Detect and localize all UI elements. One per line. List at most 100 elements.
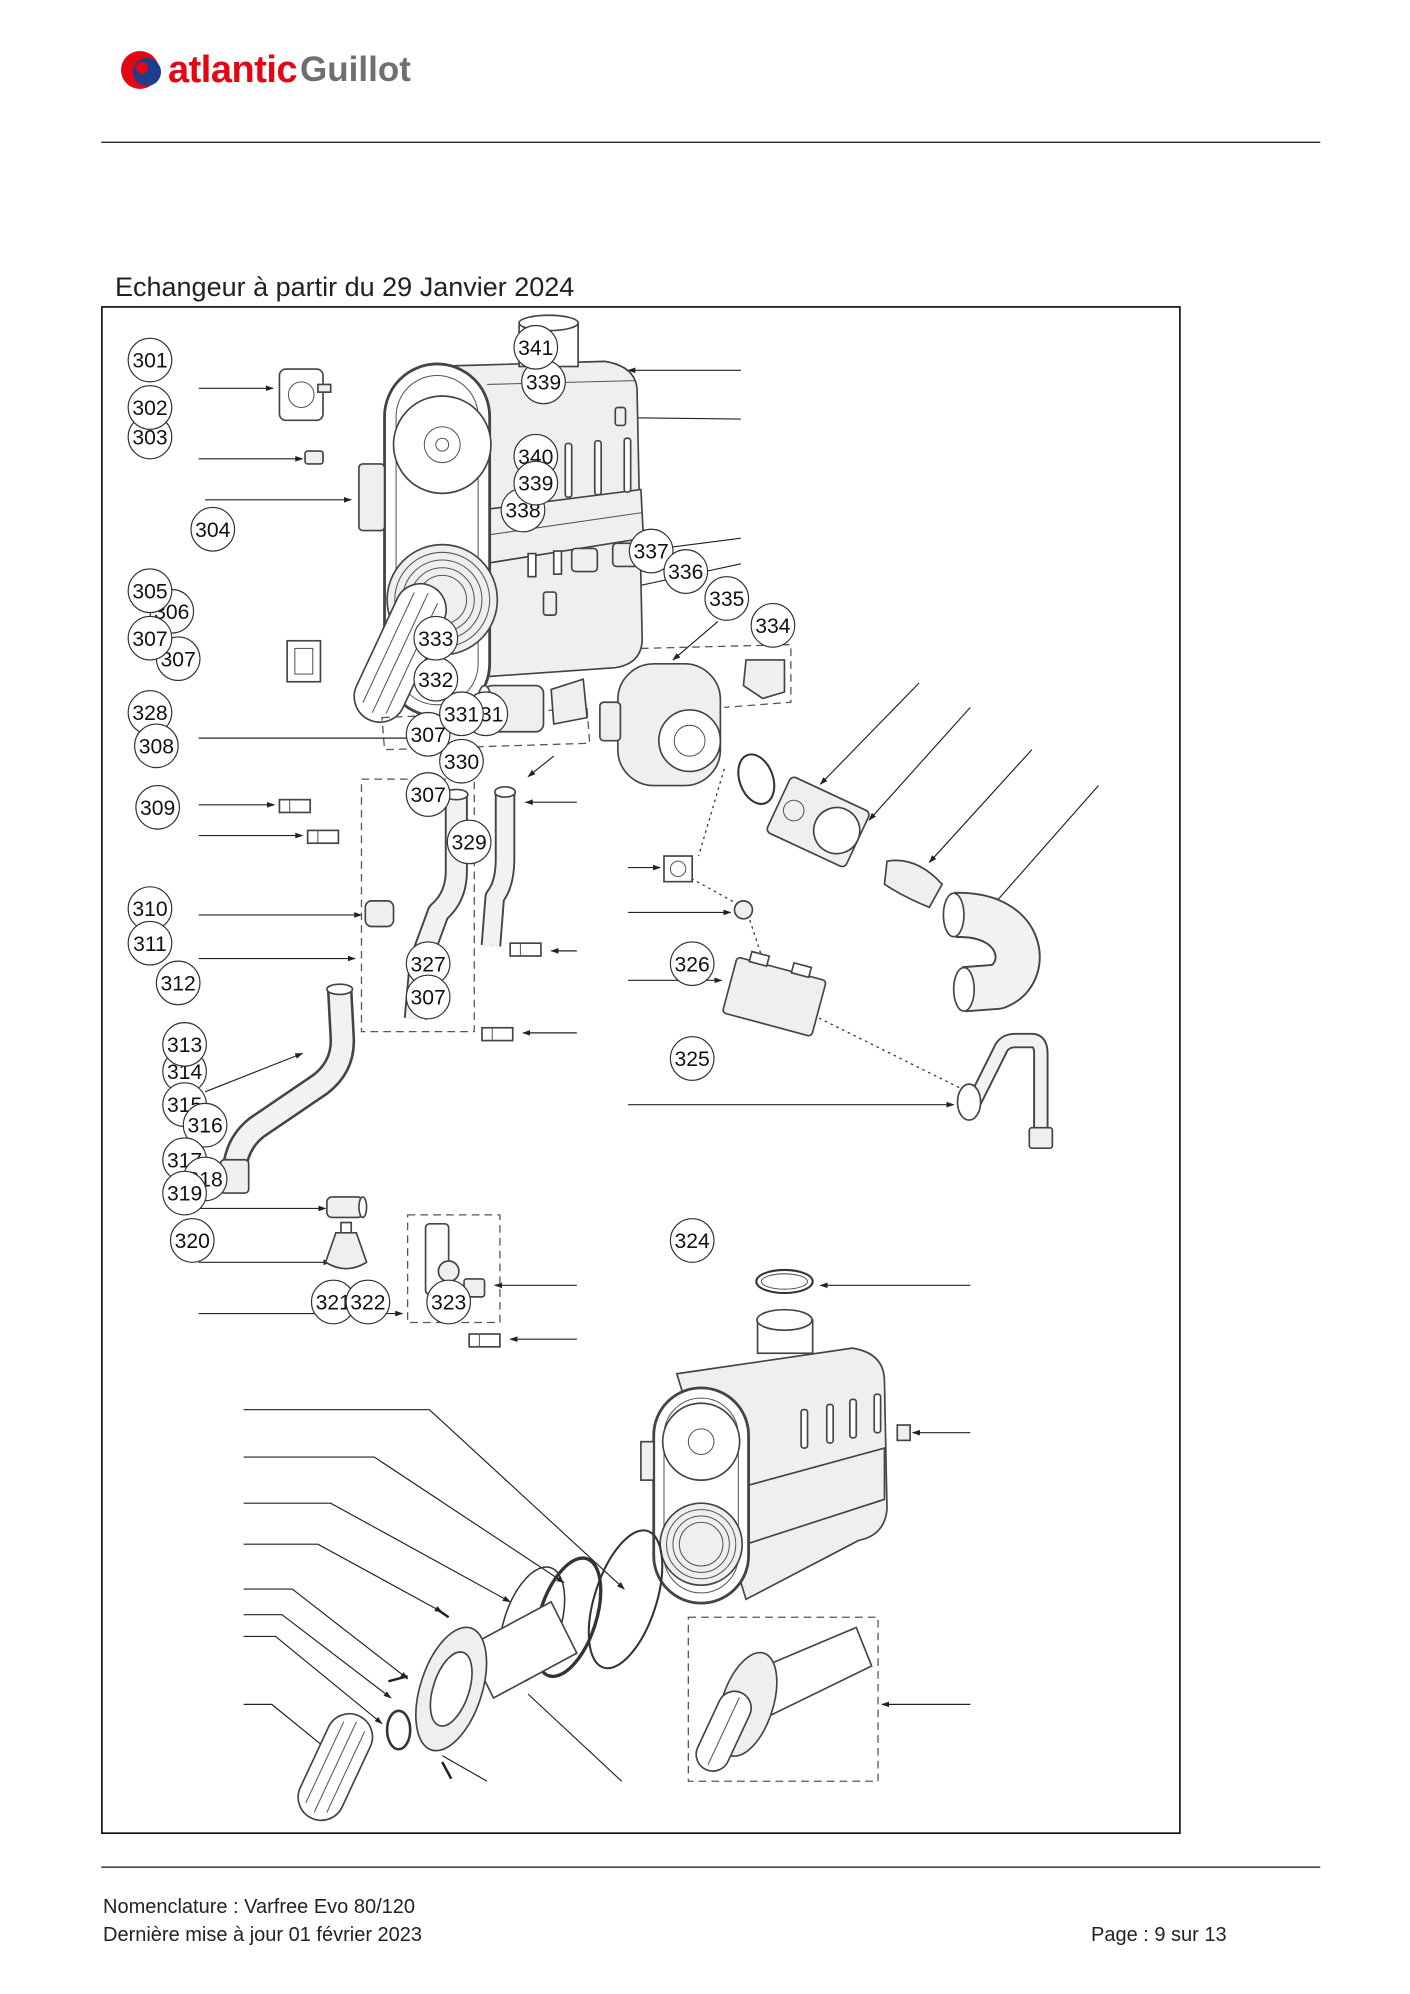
callout-label: 307	[411, 784, 446, 807]
callout-label: 332	[418, 669, 453, 692]
fan-housing	[599, 662, 722, 787]
flange-part	[663, 855, 694, 883]
callout-label: 323	[431, 1292, 466, 1315]
gasket-ring	[587, 1529, 664, 1670]
o-ring	[737, 753, 776, 805]
siphon-tube-a	[403, 788, 469, 1020]
callout-label: 331	[444, 703, 479, 726]
callout-333: 333	[413, 615, 459, 661]
clips	[278, 798, 542, 1348]
callout-307-e: 307	[405, 711, 451, 757]
callout-label: 330	[444, 751, 479, 774]
mixer-part	[766, 776, 870, 868]
callout-331-a: 331	[439, 691, 484, 737]
callout-label: 336	[668, 561, 703, 584]
siphon-tube-b	[480, 786, 517, 947]
callout-label: 328	[132, 702, 167, 725]
callout-323: 323	[426, 1279, 472, 1325]
callout-label: 314	[167, 1061, 203, 1084]
burner-grid	[297, 1712, 374, 1822]
callout-label: 341	[518, 337, 553, 360]
callout-label: 301	[132, 350, 167, 373]
callout-label: 339	[526, 371, 561, 394]
callout-319: 319	[162, 1170, 207, 1216]
brand-name: atlantic	[168, 48, 298, 91]
callout-label: 310	[132, 898, 167, 921]
callout-305: 305	[127, 568, 173, 614]
drain-pipe	[219, 983, 356, 1194]
callout-337: 337	[628, 528, 674, 574]
flap-part	[550, 678, 588, 726]
burner-assembly	[695, 1626, 873, 1772]
callout-334: 334	[750, 603, 796, 648]
brand-logo-icon	[121, 51, 161, 89]
drain-fitting	[326, 1196, 368, 1219]
callout-310: 310	[127, 886, 173, 931]
callout-307-a: 307	[127, 615, 173, 661]
callout-307-d: 307	[405, 772, 451, 817]
callout-label: 302	[132, 397, 167, 420]
callout-label: 338	[505, 500, 540, 523]
callout-label: 321	[316, 1292, 351, 1315]
callout-label: 320	[175, 1230, 210, 1253]
footer-nomenclature: Nomenclature : Varfree Evo 80/120	[103, 1896, 416, 1918]
callout-316: 316	[182, 1102, 228, 1148]
callout-329: 329	[446, 819, 492, 865]
callout-312: 312	[155, 960, 201, 1006]
callout-label: 307	[161, 648, 196, 671]
callout-307-c: 307	[405, 974, 451, 1020]
adapter-part	[883, 859, 944, 909]
callout-335: 335	[704, 576, 750, 621]
callout-label: 334	[755, 615, 791, 638]
callout-label: 333	[418, 628, 453, 651]
callout-label: 326	[675, 953, 710, 976]
callout-301: 301	[127, 337, 173, 383]
callout-label: 324	[675, 1230, 711, 1253]
callout-label: 309	[140, 797, 175, 820]
callout-label: 335	[709, 588, 744, 611]
elbow-pipe	[942, 891, 1041, 1013]
callout-328: 328	[127, 690, 173, 735]
callout-332: 332	[413, 656, 459, 702]
callout-label: 307	[411, 987, 446, 1010]
callout-326: 326	[669, 941, 715, 987]
callout-label: 311	[133, 933, 167, 956]
nut-part	[733, 900, 754, 920]
small-o-ring	[385, 1709, 412, 1751]
bracket-part	[286, 639, 322, 683]
callout-label: 313	[167, 1034, 202, 1057]
callout-label: 327	[411, 953, 446, 976]
brand-logo: atlantic Guillot	[120, 44, 411, 96]
callout-304: 304	[190, 506, 236, 552]
callout-330: 330	[439, 738, 484, 784]
callout-336: 336	[663, 549, 709, 594]
callout-label: 308	[139, 735, 174, 758]
callout-322: 322	[345, 1279, 391, 1325]
callout-label: 337	[634, 541, 669, 564]
pressure-switch	[278, 368, 332, 422]
callout-label: 312	[161, 973, 196, 996]
tube-fitting	[364, 900, 395, 928]
brand-subname: Guillot	[300, 50, 411, 89]
callout-339-b: 339	[513, 460, 559, 506]
callout-label: 305	[132, 580, 167, 603]
callout-311: 311	[127, 920, 173, 966]
footer-page-number: Page : 9 sur 13	[1091, 1924, 1227, 1946]
callout-313: 313	[162, 1022, 207, 1067]
gas-valve	[722, 950, 827, 1037]
callout-label: 319	[167, 1183, 202, 1206]
callout-320: 320	[169, 1218, 215, 1263]
callout-label: 316	[187, 1115, 222, 1138]
callout-302: 302	[127, 385, 173, 430]
callout-label: 303	[132, 427, 167, 450]
callout-label: 307	[132, 628, 167, 651]
callout-339-a: 339	[521, 359, 566, 405]
diagram-frame	[101, 306, 1181, 1835]
section-title: Echangeur à partir du 29 Janvier 2024	[115, 272, 575, 302]
callout-label: 329	[452, 832, 487, 855]
callout-341: 341	[513, 324, 559, 370]
gas-pipe	[956, 1032, 1054, 1150]
heat-exchanger-bottom	[640, 1268, 911, 1605]
callout-label: 325	[675, 1048, 710, 1071]
